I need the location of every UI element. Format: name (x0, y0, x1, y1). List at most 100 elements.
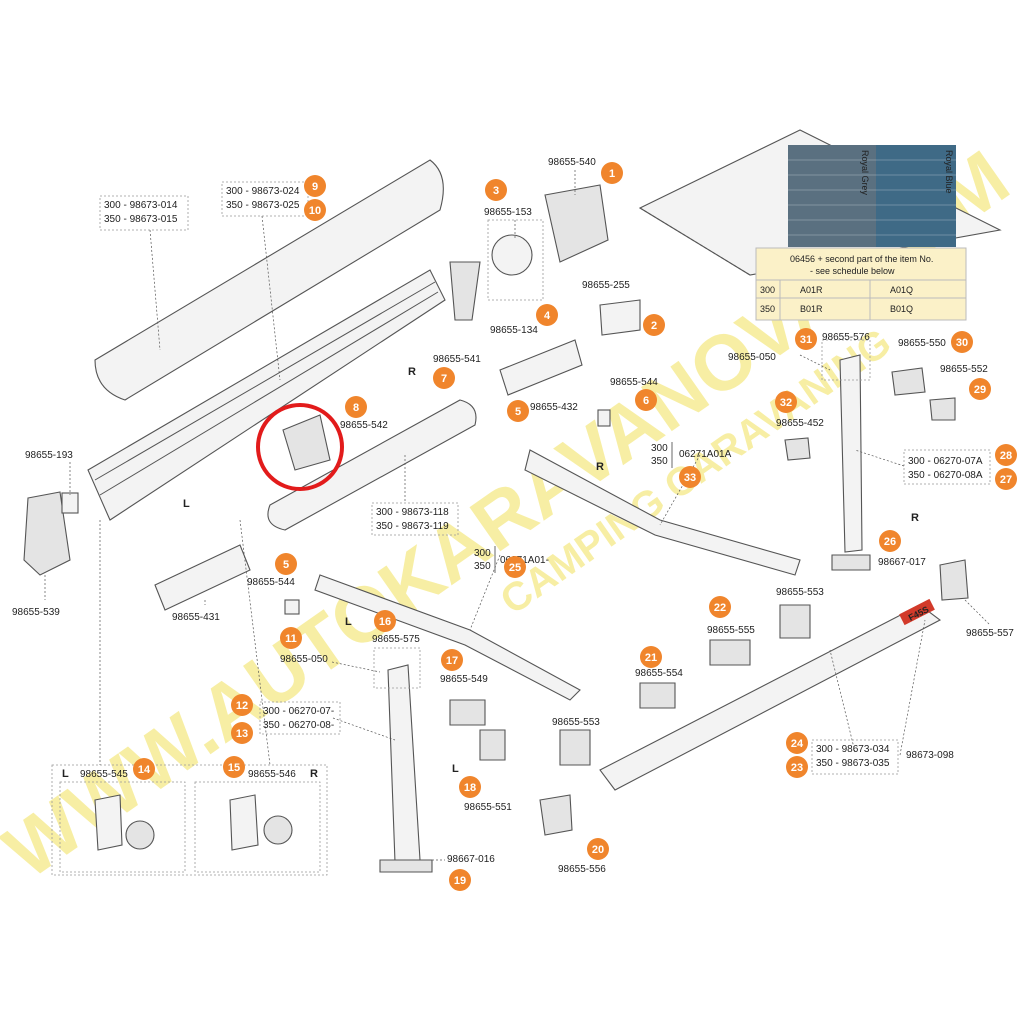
badge-circle-20 (587, 838, 609, 860)
fabric-note-2: - see schedule below (810, 266, 895, 276)
side-right-marker-arm: R (596, 461, 604, 473)
badge-number-7: 7 (441, 373, 447, 385)
label-98655-050-left: 98655-050 (280, 654, 328, 665)
spring-544-left (284, 599, 300, 615)
label-98655-542: 98655-542 (340, 420, 388, 431)
label-06270-07: 300 - 06270-07- (263, 706, 334, 717)
badge-circle-24 (786, 732, 808, 754)
label-98655-431: 98655-431 (172, 612, 220, 623)
side-left-marker: L (183, 498, 190, 510)
end-cap-front-left (539, 794, 573, 836)
badge-number-1: 1 (609, 168, 615, 180)
label-98655-552: 98655-552 (940, 364, 988, 375)
badge-circle-25 (504, 556, 526, 578)
badge-circle-27 (995, 468, 1017, 490)
label-98655-193: 98655-193 (25, 450, 73, 461)
badge-number-22: 22 (714, 602, 726, 614)
badge-circle-5 (507, 400, 529, 422)
end-cap-right (544, 184, 609, 263)
arm-right (524, 449, 801, 576)
badge-circle-2 (643, 314, 665, 336)
badge-number-2: 2 (651, 320, 657, 332)
badge-circle-7 (433, 367, 455, 389)
badge-number-33: 33 (684, 472, 696, 484)
label-98655-432: 98655-432 (530, 402, 578, 413)
fabric-code-a01q: A01Q (890, 285, 913, 295)
label-98655-554: 98655-554 (635, 668, 683, 679)
badge-circle-12 (231, 694, 253, 716)
swatch-label-blue: Royal Blue (944, 150, 954, 194)
badge-circle-17 (441, 649, 463, 671)
label-98655-576: 98655-576 (822, 332, 870, 343)
label-06270-08: 350 - 06270-08- (263, 720, 334, 731)
label-06271a01a: 06271A01A (679, 449, 732, 460)
badge-number-21: 21 (645, 652, 657, 664)
label-98673-024: 300 - 98673-024 (226, 186, 300, 197)
badge-circle-3 (485, 179, 507, 201)
side-left-marker-bracket: L (62, 768, 69, 780)
badge-number-10: 10 (309, 205, 321, 217)
badge-number-15: 15 (228, 762, 240, 774)
foot-right (831, 554, 871, 571)
swatch-royal-blue (876, 145, 956, 247)
label-98673-014: 300 - 98673-014 (104, 200, 178, 211)
cap-193 (61, 492, 79, 514)
label-98673-034: 300 - 98673-034 (816, 744, 890, 755)
fabric-schedule (755, 247, 967, 321)
label-arm-left-300: 300 (474, 548, 491, 559)
badge-circle-8 (345, 396, 367, 418)
wall-bracket-right (229, 794, 259, 851)
wall-bracket-left-box (59, 781, 186, 873)
badge-circle-6 (635, 389, 657, 411)
fabric-code-b01q: B01Q (890, 304, 913, 314)
badge-number-32: 32 (780, 397, 792, 409)
clip-549 (449, 699, 486, 726)
badge-circle-18 (459, 776, 481, 798)
label-98655-555: 98655-555 (707, 625, 755, 636)
badge-circle-9 (304, 175, 326, 197)
clip-553-left (559, 729, 591, 766)
box-leg-left (259, 701, 341, 735)
leg-right (839, 354, 863, 553)
label-98655-539: 98655-539 (12, 607, 60, 618)
box-cover (99, 195, 189, 231)
label-98655-452: 98655-452 (776, 418, 824, 429)
badge-number-9: 9 (312, 181, 318, 193)
badge-number-30: 30 (956, 337, 968, 349)
label-98673-118: 300 - 98673-118 (376, 507, 449, 518)
badge-number-20: 20 (592, 844, 604, 856)
badge-number-12: 12 (236, 700, 248, 712)
badge-number-8: 8 (353, 402, 359, 414)
badge-number-11: 11 (285, 633, 297, 645)
badge-number-27: 27 (1000, 474, 1012, 486)
spring-holder (499, 339, 583, 396)
badge-number-26: 26 (884, 536, 896, 548)
side-left-marker-arm: L (345, 616, 352, 628)
label-98655-544-left: 98655-544 (247, 577, 295, 588)
label-98655-551: 98655-551 (464, 802, 512, 813)
box-153 (487, 219, 544, 301)
badge-circle-10 (304, 199, 326, 221)
fabric-size-350: 350 (760, 304, 775, 314)
label-98667-016: 98667-016 (447, 854, 495, 865)
badge-number-19: 19 (454, 875, 466, 887)
label-98673-025: 350 - 98673-025 (226, 200, 300, 211)
label-98655-545: 98655-545 (80, 769, 128, 780)
badge-circle-29 (969, 378, 991, 400)
fabric-size-300: 300 (760, 285, 775, 295)
label-arm-right-350: 350 (651, 456, 668, 467)
badge-number-6: 6 (643, 395, 649, 407)
label-06270-07a: 300 - 06270-07A (908, 456, 983, 467)
label-98655-541: 98655-541 (433, 354, 481, 365)
label-98655-050-right: 98655-050 (728, 352, 776, 363)
badge-number-5: 5 (283, 559, 289, 571)
badge-number-13: 13 (236, 728, 248, 740)
badge-number-3: 3 (493, 185, 499, 197)
label-98655-575: 98655-575 (372, 634, 420, 645)
clip-452 (784, 437, 811, 461)
spring-544-right (597, 409, 611, 427)
wall-bracket-left (94, 794, 123, 851)
label-98673-035: 350 - 98673-035 (816, 758, 890, 769)
badge-number-23: 23 (791, 762, 803, 774)
highlight-circle (256, 403, 344, 491)
